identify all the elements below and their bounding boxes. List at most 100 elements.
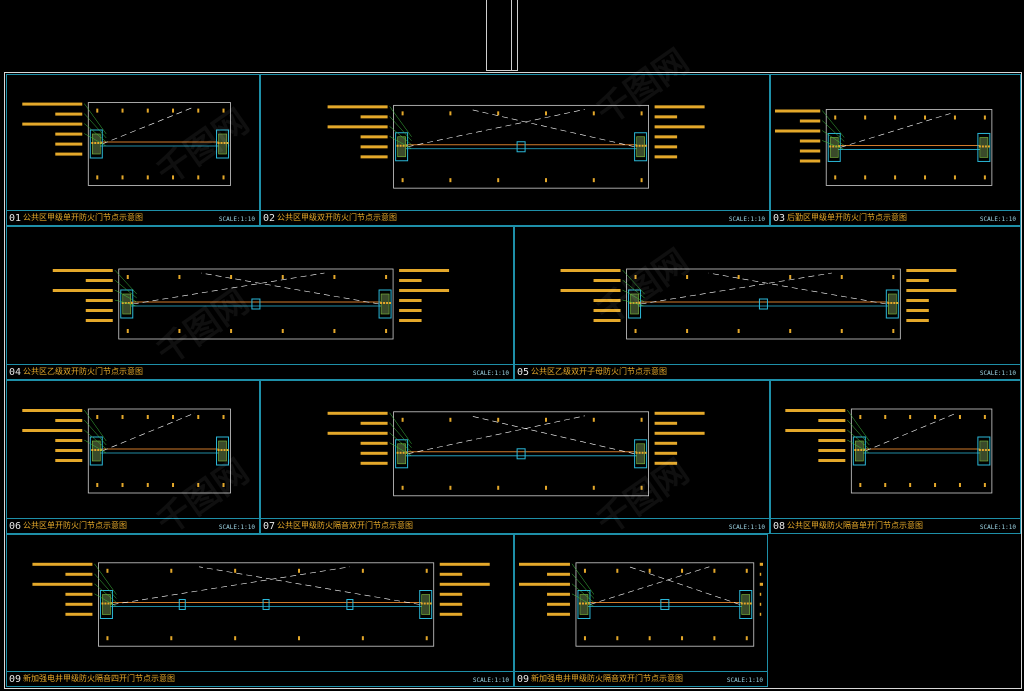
dim-tick — [892, 329, 895, 333]
leader-line — [84, 429, 107, 450]
annotation-label — [654, 115, 678, 119]
leader-line — [389, 136, 412, 149]
anchor-point — [638, 144, 641, 147]
dim-tick — [745, 568, 748, 573]
dim-tick — [449, 178, 452, 183]
panel-01[interactable]: 01 公共区甲级单开防火门节点示意图 SCALE:1:10 — [6, 74, 260, 226]
dim-tick — [681, 636, 684, 641]
panel-05[interactable]: 05 公共区乙级双开子母防火门节点示意图 SCALE:1:10 — [514, 226, 1021, 380]
annotation-label — [654, 155, 678, 159]
mullion — [178, 599, 186, 610]
leader-line — [84, 419, 107, 446]
anchor-point — [104, 602, 107, 605]
annotation-label — [360, 421, 388, 425]
leader-line — [847, 439, 870, 454]
annotation-label — [55, 459, 83, 462]
dim-tick — [146, 415, 149, 419]
annotation-label — [775, 129, 821, 133]
panel-09a[interactable]: 09 新加强电井甲级防火隔音四开门节点示意图 SCALE:1:10 — [6, 534, 514, 687]
door-outline — [87, 102, 231, 186]
panel-number: 08 — [773, 521, 786, 532]
leader-line — [389, 422, 412, 448]
drawing-sheet[interactable]: 01 公共区甲级单开防火门节点示意图 SCALE:1:10 02 公共区甲级双开… — [4, 72, 1022, 689]
panel-02[interactable]: 02 公共区甲级双开防火门节点示意图 SCALE:1:10 — [260, 74, 770, 226]
dim-tick — [126, 275, 129, 279]
dim-tick — [583, 568, 586, 573]
anchor-point — [987, 145, 990, 148]
dim-tick — [96, 108, 99, 113]
leader-line — [389, 442, 412, 457]
dim-tick — [640, 178, 643, 183]
dim-tick — [583, 636, 586, 641]
leader-line — [822, 110, 845, 138]
wall-section — [739, 590, 753, 619]
dim-tick — [983, 415, 986, 419]
anchor-point — [97, 449, 100, 451]
leader-line — [571, 583, 595, 603]
annotation-label — [399, 269, 450, 272]
annotation-label — [55, 132, 83, 136]
door-outline — [98, 562, 435, 647]
dim-tick — [648, 636, 651, 641]
dim-tick — [634, 275, 637, 279]
anchor-point — [420, 602, 423, 605]
dim-tick — [449, 485, 452, 490]
panel-02-drawing — [327, 104, 705, 189]
anchor-point — [423, 602, 426, 605]
panel-title-bar: 06 公共区单开防火门节点示意图 SCALE:1:10 — [7, 518, 259, 533]
panel-04[interactable]: 04 公共区乙级双开防火门节点示意图 SCALE:1:10 — [6, 226, 514, 380]
panel-08[interactable]: 08 公共区甲级防火隔音单开门节点示意图 SCALE:1:10 — [770, 380, 1021, 534]
annotation-label — [32, 582, 93, 586]
mullion — [660, 599, 670, 610]
panel-03-drawing — [775, 109, 993, 186]
annotation-label — [22, 102, 83, 106]
annotation-label — [327, 105, 388, 109]
panel-number: 09 — [9, 674, 22, 685]
dim-tick — [745, 636, 748, 641]
anchor-point — [402, 451, 405, 454]
leader-line — [84, 133, 107, 147]
anchor-point — [386, 302, 389, 304]
dim-tick — [616, 636, 619, 641]
panel-09b[interactable]: 09 新加强电井甲级防火隔音双开门节点示意图 SCALE:1:10 — [514, 534, 768, 687]
leader-line — [622, 299, 645, 307]
dim-tick — [281, 329, 284, 333]
annotation-label — [560, 269, 621, 272]
panel-07[interactable]: 07 公共区甲级防火隔音双开门节点示意图 SCALE:1:10 — [260, 380, 770, 534]
anchor-point — [399, 144, 402, 147]
leader-line — [847, 419, 870, 446]
anchor-point — [220, 449, 223, 451]
panel-number: 01 — [9, 213, 22, 224]
panel-04-drawing — [52, 268, 450, 340]
annotation-label — [654, 145, 678, 149]
leader-line — [847, 429, 870, 450]
annotation-label — [327, 431, 388, 435]
dim-tick — [592, 417, 595, 422]
anchor-point — [746, 602, 749, 605]
panel-scale: SCALE:1:10 — [218, 524, 255, 531]
dim-tick — [425, 568, 428, 573]
panel-03[interactable]: 03 后勤区甲级单开防火门节点示意图 SCALE:1:10 — [770, 74, 1021, 226]
dim-tick — [934, 415, 937, 419]
panel-title-bar: 08 公共区甲级防火隔音单开门节点示意图 SCALE:1:10 — [771, 518, 1020, 533]
anchor-point — [635, 302, 638, 304]
panel-06[interactable]: 06 公共区单开防火门节点示意图 SCALE:1:10 — [6, 380, 260, 534]
leader-line — [389, 432, 412, 452]
anchor-point — [644, 451, 647, 454]
annotation-label — [32, 562, 93, 566]
dim-tick — [789, 275, 792, 279]
door-outline — [850, 408, 993, 494]
annotation-label — [519, 562, 570, 566]
panel-number: 07 — [263, 521, 276, 532]
anchor-point — [578, 602, 581, 605]
anchor-point — [887, 302, 890, 304]
anchor-point — [130, 302, 133, 304]
leader-line — [114, 299, 137, 307]
dim-tick — [958, 415, 961, 419]
dim-tick — [172, 415, 175, 419]
anchor-point — [429, 602, 432, 605]
swing-line — [112, 566, 350, 605]
annotation-label — [399, 279, 422, 282]
dim-tick — [909, 483, 912, 487]
